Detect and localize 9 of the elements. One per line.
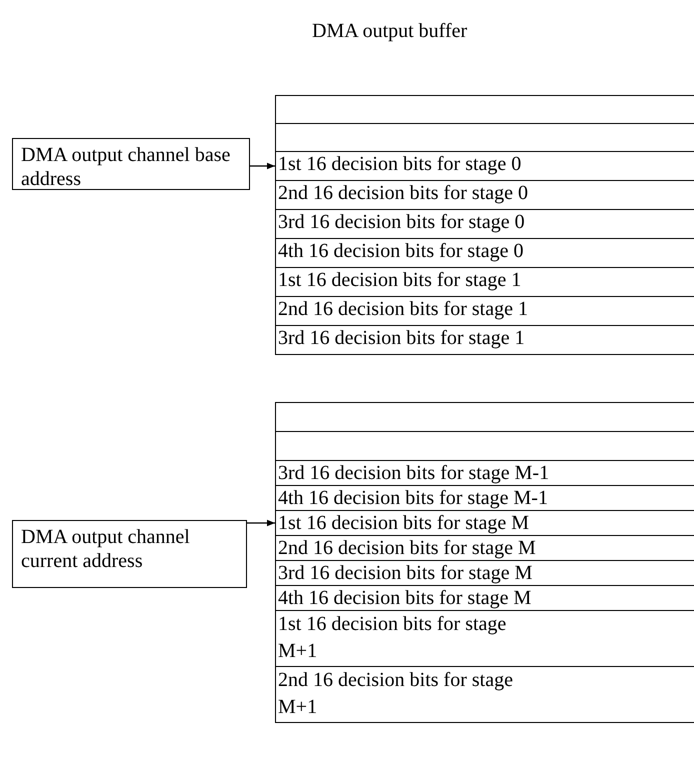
pointer-box: DMA output channel base address [12,138,250,190]
pointer-box: DMA output channel current address [12,520,247,588]
title: DMA output buffer [312,20,468,43]
empty-buffer-row [275,95,694,124]
arrow [250,162,275,170]
empty-buffer-row [275,402,694,432]
buffer-row: 2nd 16 decision bits for stage M+1 [275,666,694,723]
buffer-row: 3rd 16 decision bits for stage 1 [275,325,694,355]
arrow [247,520,275,526]
